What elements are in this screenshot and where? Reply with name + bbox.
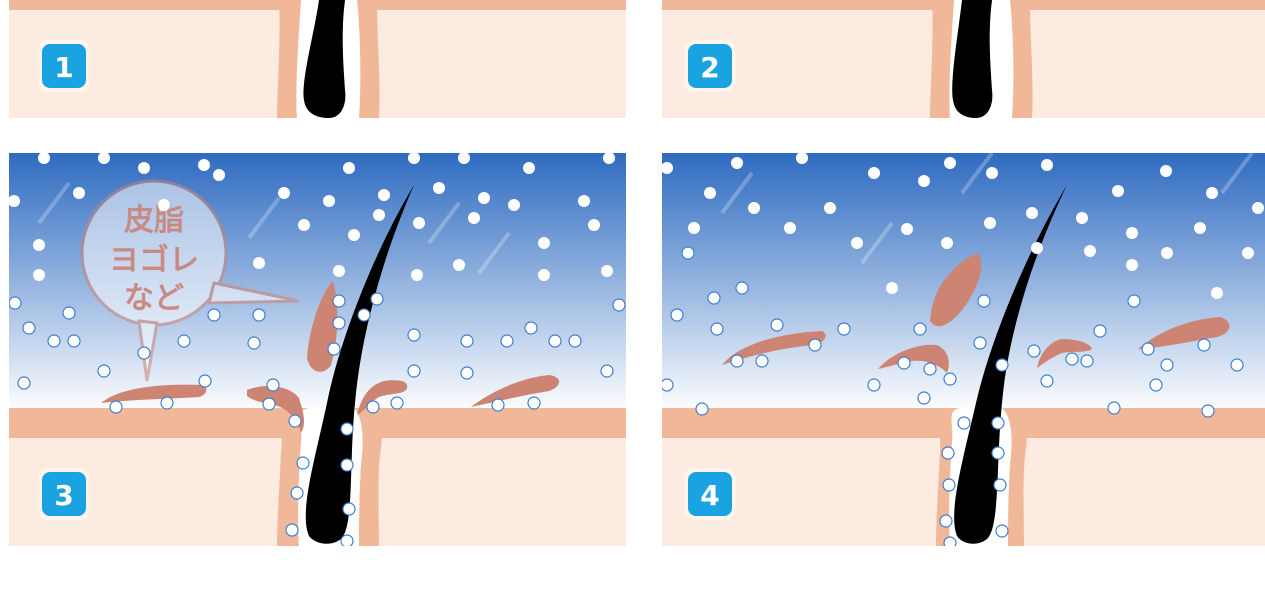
step-number: 1: [54, 51, 73, 84]
callout-line-3: など: [124, 281, 184, 316]
panel-4-illustration: 4: [662, 153, 1265, 546]
follicle-wall-right: [1010, 0, 1033, 118]
callout-line-1: 皮脂: [124, 203, 184, 238]
panel-2-illustration: 2: [662, 0, 1265, 118]
panel-2: 2: [662, 0, 1265, 118]
follicle-wall-right: [357, 0, 380, 118]
panel-3-illustration: 皮脂 ヨゴレ など 3: [9, 153, 626, 546]
panel-1-illustration: 1: [9, 0, 626, 118]
panel-4: 4: [662, 153, 1265, 546]
panel-1: 1: [9, 0, 626, 118]
step-number: 3: [54, 479, 73, 512]
callout-line-2: ヨゴレ: [109, 243, 199, 278]
step-number: 2: [700, 51, 719, 84]
step-number: 4: [700, 479, 719, 512]
panel-3: 皮脂 ヨゴレ など 3: [9, 153, 626, 546]
